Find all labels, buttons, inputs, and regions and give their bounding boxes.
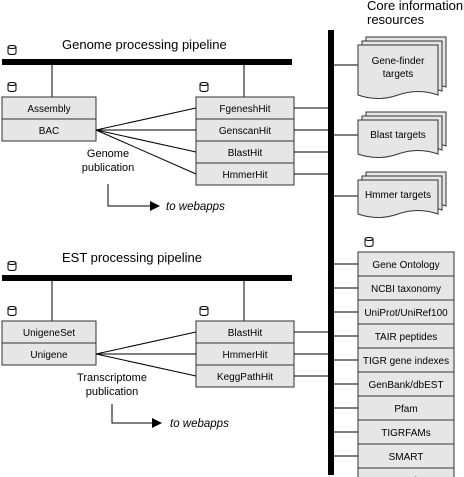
est-publication-line1: Transcriptome xyxy=(77,372,147,384)
est-box-keggpathhit-label: KeggPathHit xyxy=(217,372,273,383)
webapps-arrow-line xyxy=(107,184,150,207)
resource-label: TIGRFAMs xyxy=(381,428,430,439)
genome-box-assembly-label: Assembly xyxy=(27,104,70,115)
target-gene-finder-line2: targets xyxy=(383,69,414,80)
db-icon xyxy=(364,237,374,247)
genome-box-hmmerhit-label: HmmerHit xyxy=(223,170,268,181)
genome-box-bac-label: BAC xyxy=(39,126,60,137)
webapps-arrow-line xyxy=(111,404,152,424)
resource-label: SMART xyxy=(389,452,424,463)
resource-label: TIGR gene indexes xyxy=(363,356,449,367)
arrow-head-icon xyxy=(150,201,160,211)
est-webapps-label: to webapps xyxy=(170,418,229,430)
est-box-unigeneset-label: UnigeneSet xyxy=(23,328,75,339)
genome-box-blasthit-label: BlastHit xyxy=(228,148,263,159)
relation-line xyxy=(95,107,197,131)
genome-box-fgeneshhit-label: FgeneshHit xyxy=(219,104,270,115)
resource-label: Pfam xyxy=(394,404,417,415)
est-pipeline-title: EST processing pipeline xyxy=(62,250,202,265)
resource-box xyxy=(357,419,455,445)
arrow-head-icon xyxy=(152,418,162,428)
relation-line xyxy=(95,331,197,355)
genome-pipeline-title: Genome processing pipeline xyxy=(62,37,227,52)
resource-label: GenBank/dbEST xyxy=(368,380,443,391)
resource-box xyxy=(357,467,455,477)
est-box-blasthit-label: BlastHit xyxy=(228,328,263,339)
resource-label: UniProt/UniRef100 xyxy=(364,308,448,319)
relation-line xyxy=(95,129,197,153)
resource-box xyxy=(357,275,455,301)
resource-box xyxy=(357,443,455,469)
target-stack-gene-finder xyxy=(357,36,447,99)
genome-pipeline-bar xyxy=(2,59,292,65)
resource-label: TAIR peptides xyxy=(375,332,438,343)
core-resources-title-line2: resources xyxy=(367,12,425,27)
relation-line xyxy=(95,129,197,175)
est-pipeline-bar xyxy=(2,275,292,281)
db-icon xyxy=(199,82,209,92)
target-hmmer-label: Hmmer targets xyxy=(365,190,431,201)
core-bus-bar xyxy=(328,30,334,475)
resource-box xyxy=(357,371,455,397)
resource-box xyxy=(357,299,455,325)
db-icon xyxy=(7,82,17,92)
resource-label: NCBI taxonomy xyxy=(371,284,441,295)
resource-box xyxy=(357,323,455,349)
target-gene-finder-line1: Gene-finder xyxy=(372,56,425,67)
target-blast-label: Blast targets xyxy=(370,130,426,141)
target-stack-blast xyxy=(357,111,447,158)
est-publication-line2: publication xyxy=(86,386,139,398)
db-icon xyxy=(7,261,17,271)
db-icon xyxy=(7,306,17,316)
resource-label: Gene Ontology xyxy=(372,260,439,271)
est-box-unigene-label: Unigene xyxy=(30,350,68,361)
genome-publication-line1: Genome xyxy=(87,148,129,160)
genome-webapps-label: to webapps xyxy=(166,201,225,213)
db-icon xyxy=(7,45,17,55)
resource-box xyxy=(357,395,455,421)
target-stack-hmmer xyxy=(357,171,447,218)
resource-box xyxy=(357,251,455,277)
genome-box-genscanhit-label: GenscanHit xyxy=(219,126,271,137)
est-box-hmmerhit-label: HmmerHit xyxy=(223,350,268,361)
db-icon xyxy=(199,306,209,316)
genome-publication-line2: publication xyxy=(82,162,135,174)
core-resources-title-line1: Core information xyxy=(367,0,463,13)
relation-line xyxy=(95,353,197,377)
